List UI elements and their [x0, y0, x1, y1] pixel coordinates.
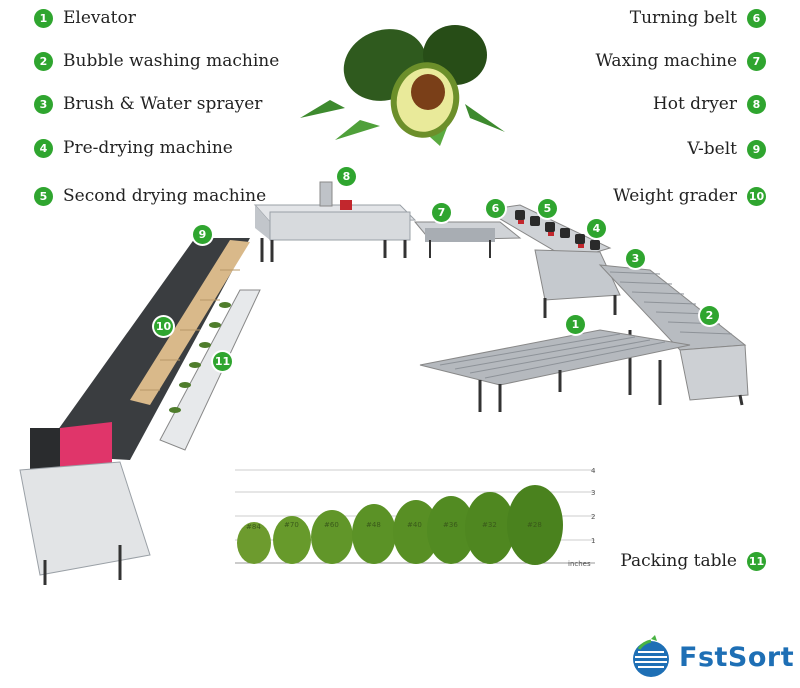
marker-11: 11	[213, 352, 232, 371]
avocado-48	[352, 504, 396, 564]
avocado-70	[273, 516, 311, 564]
avocado-40	[393, 500, 439, 564]
v-belt-weight-grader	[19, 238, 261, 585]
brand-name: FstSort	[679, 641, 795, 673]
waxing-and-drying-section	[413, 204, 621, 318]
marker-7: 7	[432, 203, 451, 222]
legend-label: Waxing machine	[595, 51, 737, 71]
size-label-84: #84	[246, 523, 261, 531]
tick-3: 3	[591, 489, 595, 497]
legend-item-6: Turning belt 6	[630, 8, 766, 28]
legend-item-1: 1 Elevator	[34, 8, 136, 28]
marker-8: 8	[337, 167, 356, 186]
size-label-28: #28	[527, 521, 542, 529]
legend-label: Hot dryer	[652, 94, 737, 114]
legend-badge: 5	[34, 186, 53, 206]
marker-10: 10	[154, 317, 173, 336]
marker-5: 5	[538, 199, 557, 218]
legend-badge: 7	[747, 51, 766, 71]
legend-item-2: 2 Bubble washing machine	[34, 51, 279, 71]
legend-badge: 8	[747, 94, 766, 114]
legend-label: Pre-drying machine	[63, 138, 233, 158]
legend-badge: 10	[747, 186, 766, 206]
size-label-36: #36	[443, 521, 458, 529]
avocado-28	[507, 485, 563, 565]
legend-label: Weight grader	[613, 186, 737, 206]
tick-4: 4	[591, 467, 596, 475]
legend-badge: 4	[34, 138, 53, 158]
legend-item-5: 5 Second drying machine	[34, 186, 266, 206]
legend-badge: 2	[34, 51, 53, 71]
fstsort-logo-icon	[633, 635, 669, 677]
hot-dryer	[253, 181, 417, 262]
size-label-48: #48	[366, 521, 381, 529]
legend-item-11: Packing table 11	[620, 551, 766, 571]
avocado-84	[237, 522, 271, 564]
legend-label: Elevator	[63, 8, 136, 28]
legend-badge: 9	[747, 139, 766, 159]
legend-badge: 6	[747, 8, 766, 28]
legend-badge: 11	[747, 551, 766, 571]
legend-item-9: V-belt 9	[687, 139, 766, 159]
unit-label: inches	[568, 560, 591, 568]
size-comparison-chart: 4 3 2 1 inches #84 #70 #60 #48 #40 #36 #…	[235, 467, 596, 568]
legend-label: Bubble washing machine	[63, 51, 280, 71]
brand-logo: FstSort	[629, 635, 794, 679]
size-label-32: #32	[482, 521, 497, 529]
legend-label: Packing table	[620, 551, 737, 571]
legend-label: Turning belt	[629, 8, 737, 28]
marker-6: 6	[486, 199, 505, 218]
marker-2: 2	[700, 306, 719, 325]
elevator-conveyor	[419, 329, 691, 412]
marker-1: 1	[566, 315, 585, 334]
legend-label: Second drying machine	[63, 186, 267, 206]
legend-item-10: Weight grader 10	[613, 186, 766, 206]
bubble-washer	[598, 264, 749, 406]
legend-item-8: Hot dryer 8	[653, 94, 766, 114]
avocado-decoration	[300, 25, 505, 146]
marker-4: 4	[587, 219, 606, 238]
legend-item-7: Waxing machine 7	[595, 51, 766, 71]
legend-label: Brush & Water sprayer	[63, 94, 263, 114]
size-label-70: #70	[284, 521, 299, 529]
legend-item-3: 3 Brush & Water sprayer	[34, 94, 262, 114]
legend-badge: 3	[34, 94, 53, 114]
legend-badge: 1	[34, 8, 53, 28]
avocado-32	[465, 492, 515, 564]
marker-9: 9	[193, 225, 212, 244]
marker-3: 3	[626, 249, 645, 268]
size-label-40: #40	[407, 521, 422, 529]
tick-2: 2	[591, 513, 595, 521]
avocado-60	[311, 510, 353, 564]
size-label-60: #60	[324, 521, 339, 529]
tick-1: 1	[591, 537, 595, 545]
legend-item-4: 4 Pre-drying machine	[34, 138, 233, 158]
avocado-36	[427, 496, 475, 564]
legend-label: V-belt	[687, 139, 737, 159]
